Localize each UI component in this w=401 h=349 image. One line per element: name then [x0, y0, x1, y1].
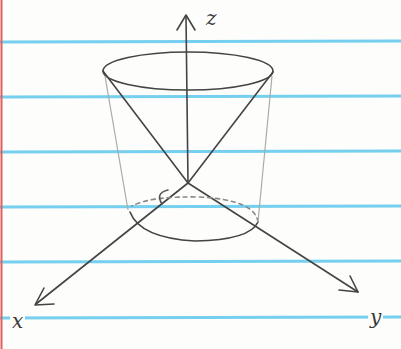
ruled-line — [0, 151, 401, 152]
z-axis — [186, 16, 188, 183]
projection-line — [105, 76, 128, 210]
ruled-line — [0, 96, 401, 97]
ruled-line — [0, 41, 401, 42]
x-arrowhead — [35, 288, 54, 305]
projection-line — [258, 76, 272, 222]
cone-edge — [103, 71, 188, 183]
y-arrowhead — [339, 276, 358, 292]
axis-label: z — [204, 8, 219, 28]
base-circle-back — [132, 197, 258, 222]
ruled-line — [0, 317, 401, 318]
angle-arc — [160, 190, 168, 204]
margin-line — [1, 0, 3, 349]
base-circle-front — [130, 212, 258, 241]
axis-label: y — [368, 307, 383, 327]
cone-top-ellipse — [103, 52, 273, 90]
y-axis — [188, 183, 358, 292]
ruled-lines — [0, 41, 401, 318]
ruled-line — [0, 261, 401, 262]
axis-label: x — [10, 311, 25, 331]
cone-edge — [188, 72, 273, 183]
x-axis — [36, 183, 188, 304]
ruled-line — [0, 206, 401, 207]
z-arrowhead — [177, 15, 195, 30]
